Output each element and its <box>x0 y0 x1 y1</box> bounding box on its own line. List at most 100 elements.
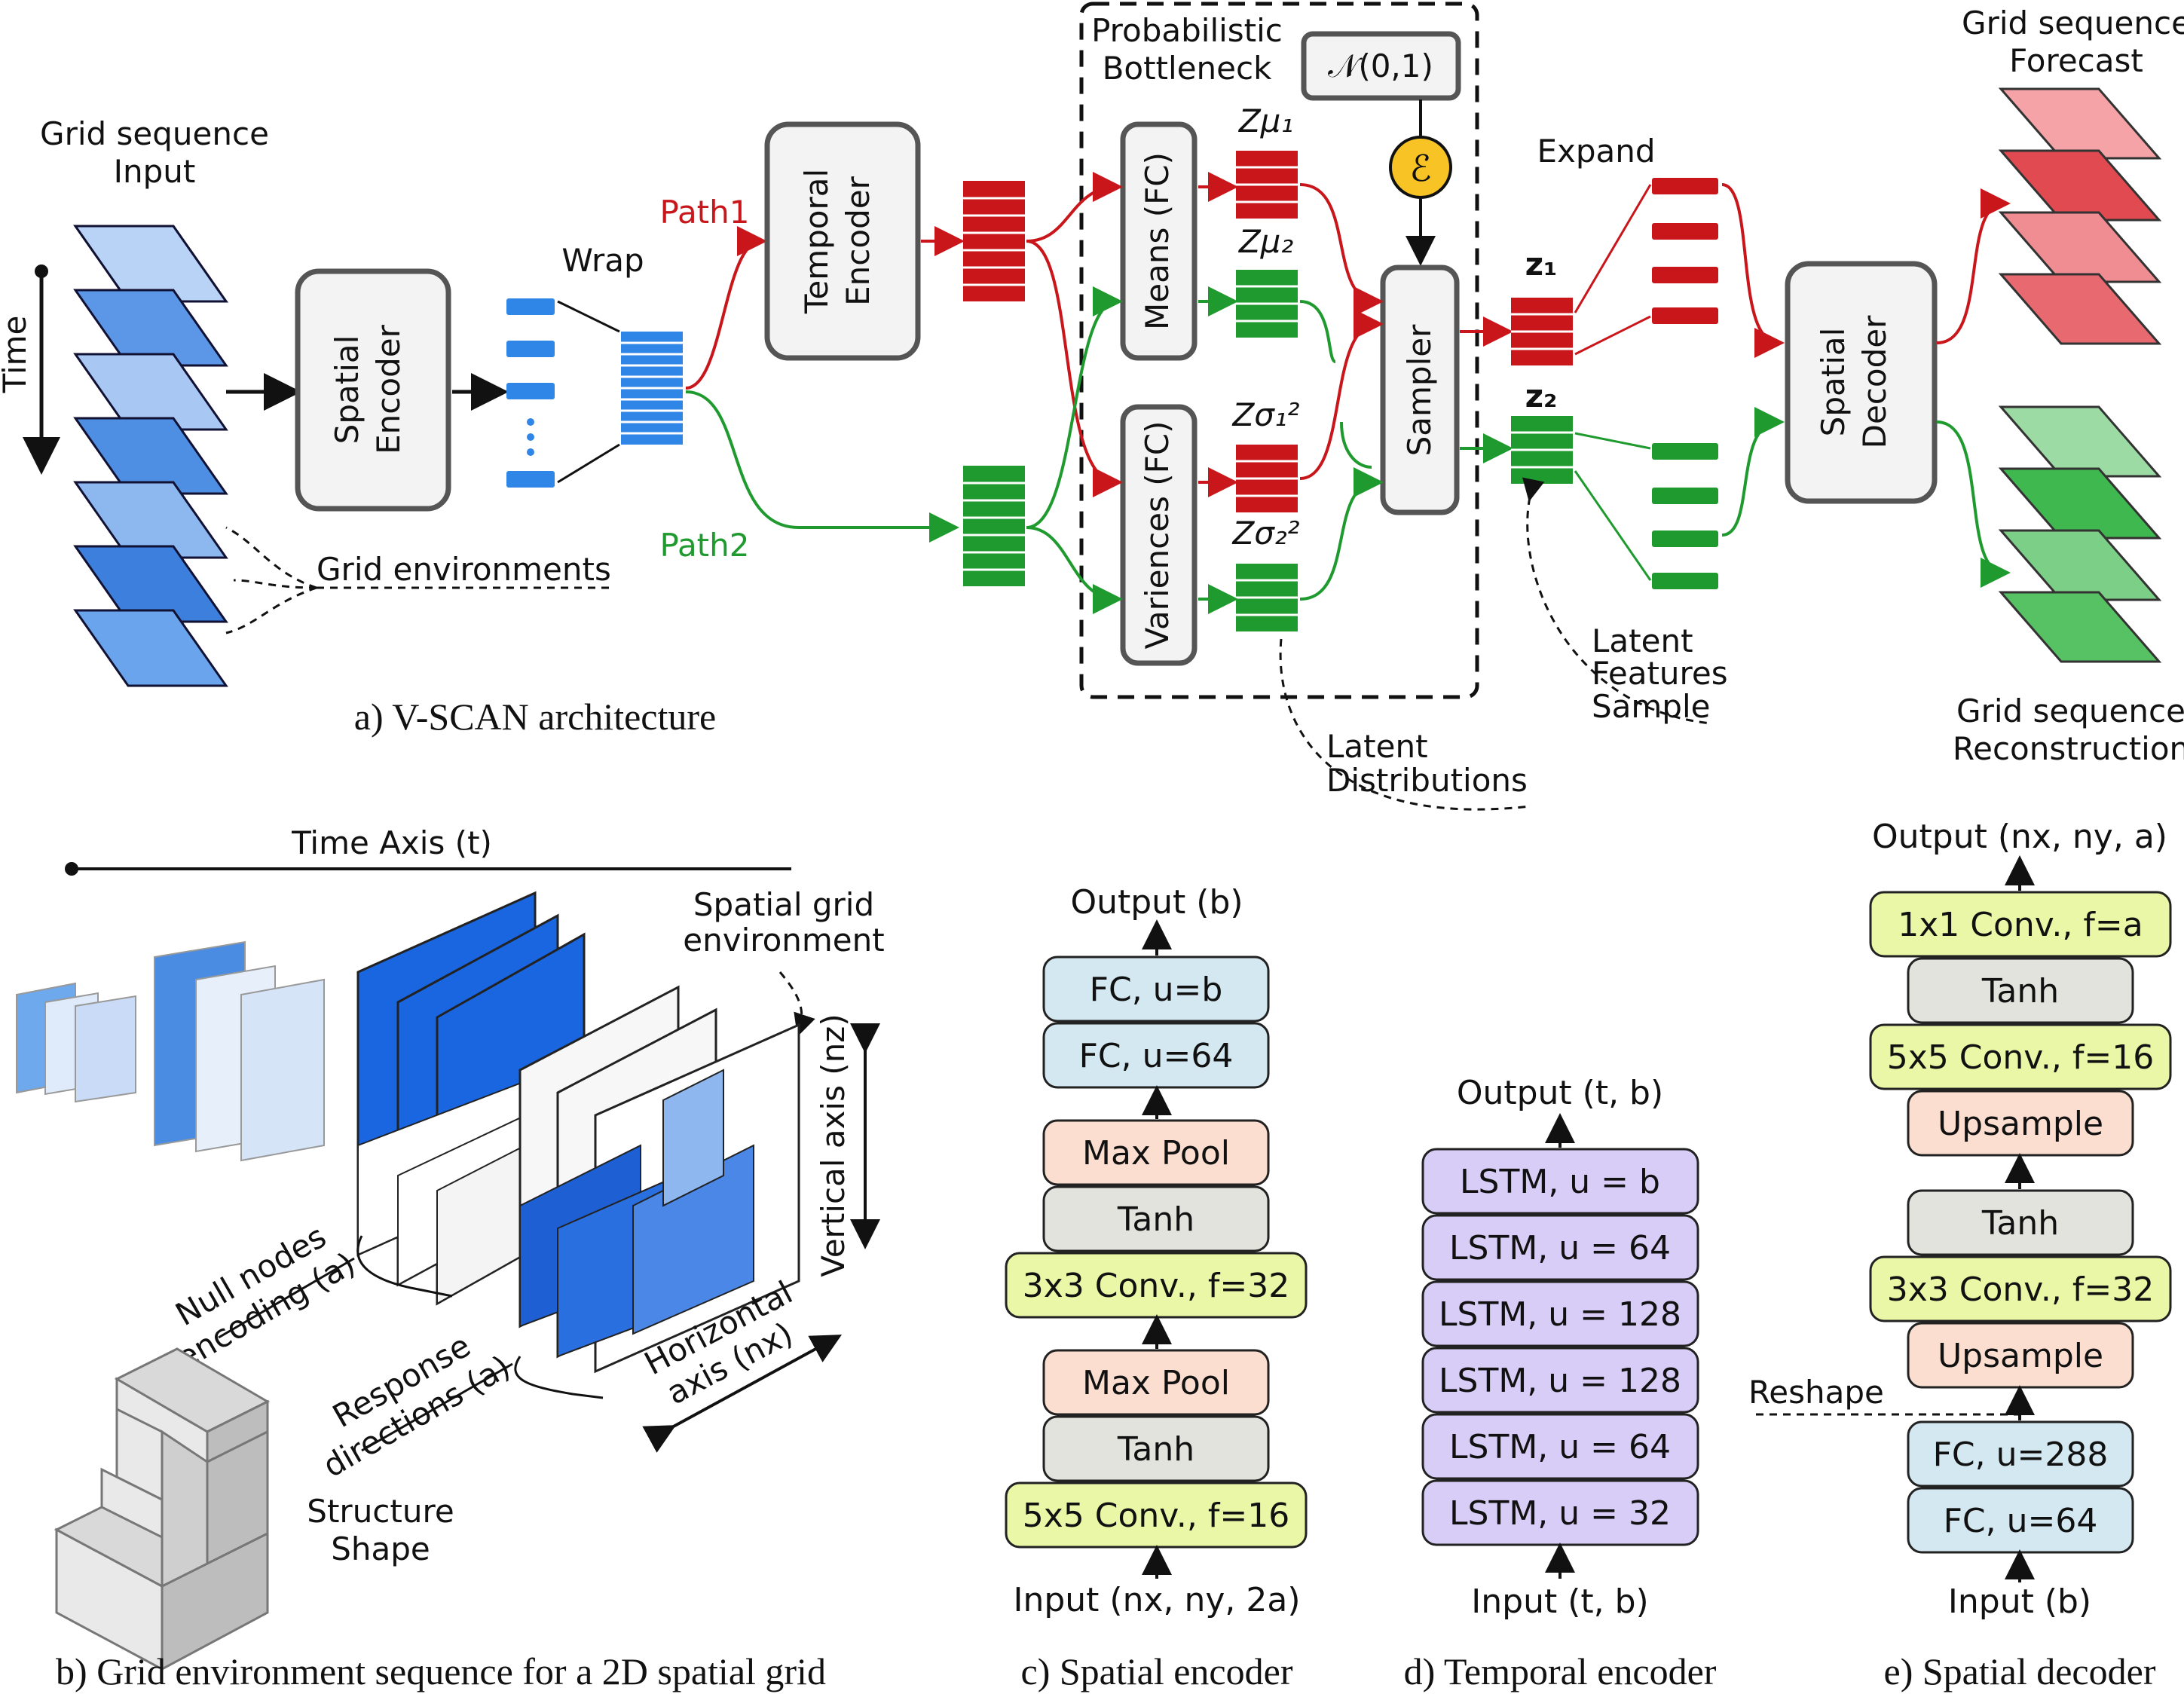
c-layer-conv3: 3x3 Conv., f=32 <box>1023 1267 1289 1305</box>
sampler-box <box>1380 264 1460 515</box>
spatial-decoder-output: Output (nx, ny, a) <box>1872 818 2167 856</box>
input-label-1: Grid sequence <box>40 115 269 152</box>
z-sigma1-vector <box>1236 445 1298 512</box>
caption-c: c) Spatial encoder <box>1021 1650 1293 1692</box>
structure-shape-icon <box>54 1347 271 1671</box>
latent-dist-1: Latent <box>1326 728 1428 765</box>
c-layer-fc-b: FC, u=b <box>1090 971 1223 1009</box>
z2-label: z₂ <box>1525 378 1558 414</box>
spatial-decoder-label-1: Spatial <box>1815 328 1852 437</box>
c-layer-maxpool-1: Max Pool <box>1082 1134 1230 1173</box>
spatial-encoder-box <box>295 268 451 512</box>
spatial-decoder-box <box>1785 261 1938 504</box>
e-layer-conv3: 3x3 Conv., f=32 <box>1887 1270 2154 1309</box>
structure-shape-1: Structure <box>307 1493 454 1530</box>
structure-shape-2: Shape <box>331 1530 430 1567</box>
time-label: Time <box>0 316 33 394</box>
z-mu1-label: Zμ₁ <box>1238 102 1293 139</box>
bottleneck-box <box>1079 2 1479 699</box>
z-sigma2-label: Zσ₂² <box>1231 515 1299 552</box>
input-grid-stack <box>73 225 228 687</box>
temporal-red-vector <box>963 181 1025 301</box>
variances-fc-label: Variences (FC) <box>1139 420 1176 649</box>
variances-fc-box <box>1120 404 1198 666</box>
spatial-grid-env-2: environment <box>683 922 884 959</box>
c-layer-conv5: 5x5 Conv., f=16 <box>1023 1497 1289 1535</box>
epsilon-label: ℰ <box>1409 148 1431 190</box>
temporal-encoder-input: Input (t, b) <box>1471 1582 1648 1621</box>
spatial-encoder-label-2: Encoder <box>370 324 407 454</box>
distant-grids <box>16 940 325 1162</box>
forecast-grid-stack <box>1998 87 2162 345</box>
path2-green-vector <box>963 466 1025 586</box>
spatial-encoder-output: Output (b) <box>1070 883 1243 922</box>
z-sigma1-label: Zσ₁² <box>1231 396 1299 433</box>
e-layer-tanh-1: Tanh <box>1981 972 2059 1011</box>
temporal-encoder-label-2: Encoder <box>840 176 876 305</box>
z-sigma2-vector <box>1236 564 1298 631</box>
time-axis: Time <box>0 264 60 475</box>
spatial-decoder-input: Input (b) <box>1948 1582 2091 1621</box>
d-layer-lstm-128a: LSTM, u = 128 <box>1439 1295 1681 1334</box>
reconstruction-label-2: Reconstruction <box>1953 730 2184 767</box>
bottleneck-title-1: Probabilistic <box>1091 12 1283 49</box>
null-node-planes <box>518 985 800 1374</box>
z2-vector <box>1511 416 1573 484</box>
temporal-encoder-box <box>764 121 921 361</box>
z-mu1-vector <box>1236 151 1298 219</box>
spatial-decoder-label-2: Decoder <box>1856 315 1893 448</box>
d-layer-lstm-64b: LSTM, u = 64 <box>1449 1428 1671 1466</box>
temporal-encoder-output: Output (t, b) <box>1457 1074 1663 1112</box>
d-layer-lstm-b: LSTM, u = b <box>1460 1163 1660 1201</box>
z-mu2-vector <box>1236 270 1298 338</box>
e-layer-conv1: 1x1 Conv., f=a <box>1898 906 2143 944</box>
spatial-encoder-label-1: Spatial <box>329 335 366 445</box>
c-layer-tanh-2: Tanh <box>1117 1430 1194 1469</box>
time-axis-label: Time Axis (t) <box>291 824 492 861</box>
means-fc-label: Means (FC) <box>1139 152 1176 330</box>
expand-label: Expand <box>1537 133 1655 170</box>
wrap-vectors <box>506 298 555 488</box>
spatial-grid-env-1: Spatial grid <box>693 886 874 923</box>
forecast-label-1: Grid sequence <box>1962 5 2184 41</box>
latent-features-2: Features <box>1592 655 1728 692</box>
c-layer-maxpool-2: Max Pool <box>1082 1364 1230 1402</box>
expanded-green <box>1652 443 1718 589</box>
normal-dist-label: 𝒩(0,1) <box>1328 47 1433 84</box>
grid-env-label: Grid environments <box>317 551 611 588</box>
temporal-encoder-label-1: Temporal <box>798 169 835 314</box>
bottleneck-title-2: Bottleneck <box>1103 50 1273 87</box>
wrap-label: Wrap <box>561 242 644 279</box>
means-fc-box <box>1120 121 1198 361</box>
latent-features-3: Sample <box>1592 688 1710 725</box>
d-layer-lstm-64a: LSTM, u = 64 <box>1449 1229 1671 1267</box>
z1-label: z₁ <box>1525 246 1558 283</box>
c-layer-fc-64: FC, u=64 <box>1079 1037 1234 1075</box>
vertical-axis-label: Vertical axis (nz) <box>815 1014 852 1277</box>
wrapped-vector <box>621 332 683 445</box>
c-layer-tanh-1: Tanh <box>1117 1200 1194 1239</box>
d-layer-lstm-128b: LSTM, u = 128 <box>1439 1362 1681 1400</box>
e-layer-upsample-2: Upsample <box>1938 1337 2103 1375</box>
caption-d: d) Temporal encoder <box>1404 1650 1717 1692</box>
z-mu2-label: Zμ₂ <box>1238 223 1293 260</box>
latent-features-1: Latent <box>1592 622 1693 659</box>
input-label-2: Input <box>114 153 196 190</box>
d-layer-lstm-32: LSTM, u = 32 <box>1449 1494 1671 1533</box>
forecast-label-2: Forecast <box>2009 42 2143 79</box>
caption-a: a) V-SCAN architecture <box>354 696 716 738</box>
caption-e: e) Spatial decoder <box>1884 1650 2156 1692</box>
expanded-red <box>1652 178 1718 324</box>
path2-label: Path2 <box>660 527 750 564</box>
caption-b: b) Grid environment sequence for a 2D sp… <box>56 1650 826 1692</box>
e-layer-fc-64: FC, u=64 <box>1944 1502 2098 1540</box>
e-layer-upsample-1: Upsample <box>1938 1105 2103 1143</box>
sampler-label: Sampler <box>1401 324 1438 456</box>
e-layer-tanh-2: Tanh <box>1981 1204 2059 1243</box>
path1-label: Path1 <box>660 194 750 231</box>
normal-dist-box <box>1301 31 1461 101</box>
spatial-encoder-input: Input (nx, ny, 2a) <box>1013 1581 1300 1619</box>
latent-dist-2: Distributions <box>1326 762 1528 799</box>
